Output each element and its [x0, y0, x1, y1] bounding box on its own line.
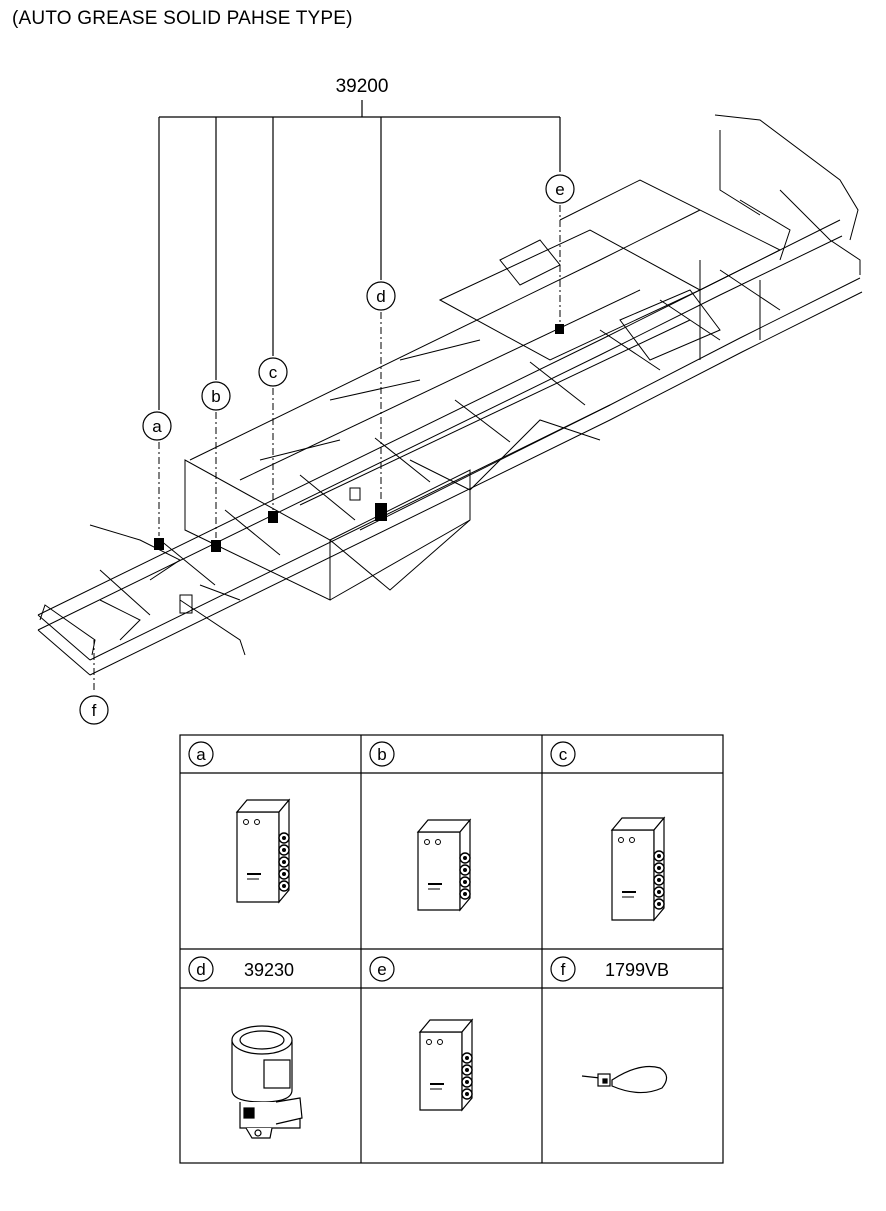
table-cell-f-part-number: 1799VB	[605, 960, 669, 980]
page-title: (AUTO GREASE SOLID PAHSE TYPE)	[12, 8, 353, 29]
distribution-block-icon	[611, 817, 665, 921]
table-cell-f-circle	[550, 956, 576, 982]
frame-part-markers	[154, 324, 564, 552]
callout-c-label: c	[269, 363, 278, 382]
cable-tie-icon	[581, 1065, 668, 1094]
callout-b-label: b	[211, 387, 220, 406]
callout-d-label: d	[376, 287, 385, 306]
table-cell-d-letter: d	[196, 960, 205, 979]
callout-c	[258, 357, 288, 387]
callout-a-label: a	[152, 417, 162, 436]
table-cell-d-circle	[188, 956, 214, 982]
table-cell-e-letter: e	[377, 960, 386, 979]
callout-e-label: e	[555, 180, 564, 199]
table-cell-f-letter: f	[561, 960, 566, 979]
callout-f-label: f	[92, 701, 97, 720]
table-cell-a-circle	[188, 741, 214, 767]
callout-a	[142, 411, 172, 441]
table-cell-b-letter: b	[377, 745, 386, 764]
table-cell-e-circle	[369, 956, 395, 982]
table-cell-c-letter: c	[559, 745, 568, 764]
distribution-block-icon	[419, 1019, 473, 1111]
main-part-number: 39200	[336, 76, 389, 97]
leader-bracket	[158, 100, 561, 410]
callout-f	[79, 695, 109, 725]
callout-b	[201, 381, 231, 411]
distribution-block-icon	[417, 819, 471, 911]
table-cell-d-part-number: 39230	[244, 960, 294, 980]
callout-d	[366, 281, 396, 311]
parts-table	[179, 734, 724, 1164]
distribution-block-icon	[236, 799, 290, 903]
table-cell-c-circle	[550, 741, 576, 767]
table-cell-a-letter: a	[196, 745, 206, 764]
callout-e	[545, 174, 575, 204]
grease-pump-icon	[231, 1025, 303, 1139]
table-cell-b-circle	[369, 741, 395, 767]
dashed-leaders	[93, 205, 561, 690]
chassis-frame-drawing	[37, 114, 863, 676]
